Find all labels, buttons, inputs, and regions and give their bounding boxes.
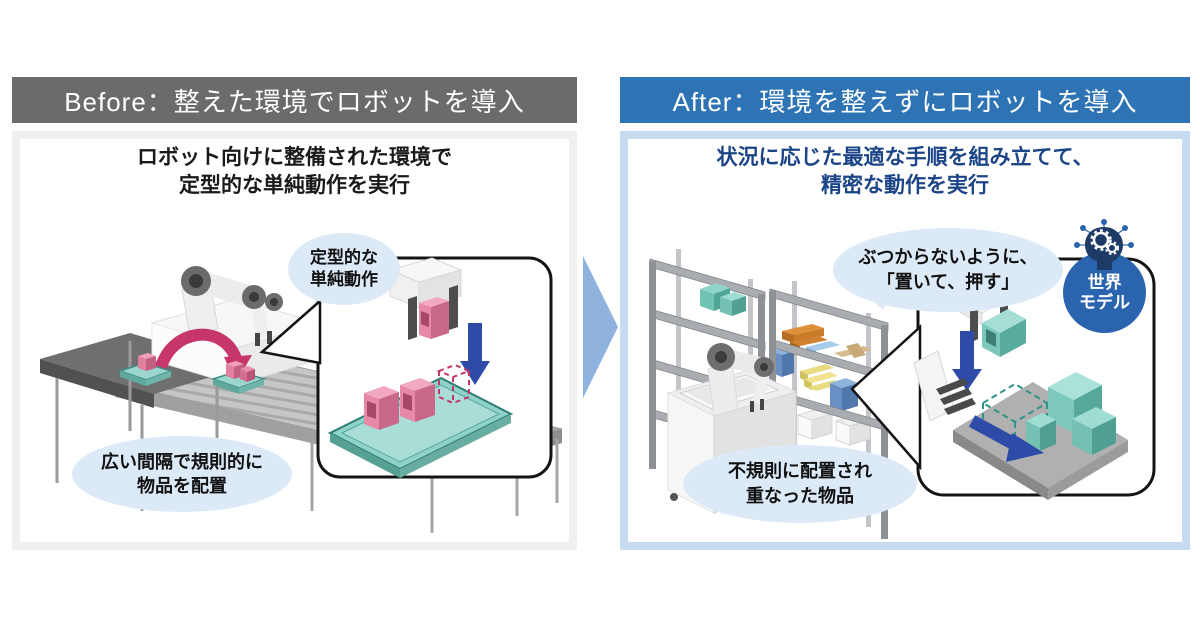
after-title-line2: 精密な動作を実行 [821, 174, 989, 197]
platform-with-items [953, 372, 1128, 500]
before-panel-title: ロボット向けに整備された環境で 定型的な単純動作を実行 [12, 144, 577, 200]
bubble-motion-plan: ぶつからないように、 「置いて、押す」 [833, 228, 1063, 312]
bubble-placement-line2: 物品を配置 [137, 476, 227, 496]
arrow-down-icon [460, 323, 490, 385]
ghost-item-outline [436, 363, 472, 405]
tray-with-item [117, 353, 174, 386]
after-title-line1: 状況に応じた最適な手順を組み立てて、 [716, 146, 1094, 169]
arrow-push-icon [968, 415, 1044, 462]
regular-tray [327, 363, 514, 478]
bubble-regular-placement: 広い間隔で規則的に 物品を配置 [72, 436, 292, 512]
shelf-items-teal [700, 283, 746, 316]
bubble-irregular-items: 不規則に配置され 重なった物品 [683, 445, 917, 523]
bubble-placement-line1: 広い間隔で規則的に [101, 452, 263, 472]
world-model-line2: モデル [1079, 292, 1130, 312]
bubble-typical-motion: 定型的な 単純動作 [288, 233, 400, 305]
robot-arm-icon [707, 343, 774, 417]
before-callout-box [259, 256, 553, 479]
bubble-items-line2: 重なった物品 [746, 486, 854, 506]
before-panel-header: Before：整えた環境でロボットを導入 [12, 77, 577, 123]
bubble-plan-line2: 「置いて、押す」 [876, 272, 1020, 292]
bubble-motion-line1: 定型的な [310, 248, 378, 267]
tray-with-item [210, 361, 267, 394]
gripper-icon [388, 257, 463, 340]
before-after-arrow-icon [583, 256, 618, 398]
before-title-line2: 定型的な単純動作を実行 [179, 174, 410, 197]
before-illustration [40, 256, 563, 533]
ai-brain-head-icon [1074, 219, 1134, 270]
bubble-items-line1: 不規則に配置され [728, 461, 872, 481]
arrow-down-icon [952, 331, 982, 391]
after-panel-header: After：環境を整えずにロボットを導入 [620, 77, 1190, 123]
world-model-line1: 世界 [1087, 272, 1122, 292]
after-header-label: After：環境を整えずにロボットを導入 [672, 86, 1138, 117]
push-gripper-icon [913, 350, 976, 422]
bubble-plan-line1: ぶつからないように、 [858, 247, 1038, 267]
robot-arm-icon [181, 266, 283, 346]
before-title-line1: ロボット向けに整備された環境で [137, 146, 452, 169]
bubble-motion-line2: 単純動作 [310, 270, 378, 289]
after-panel-title: 状況に応じた最適な手順を組み立てて、 精密な動作を実行 [620, 144, 1190, 200]
before-header-label: Before：整えた環境でロボットを導入 [64, 86, 525, 117]
